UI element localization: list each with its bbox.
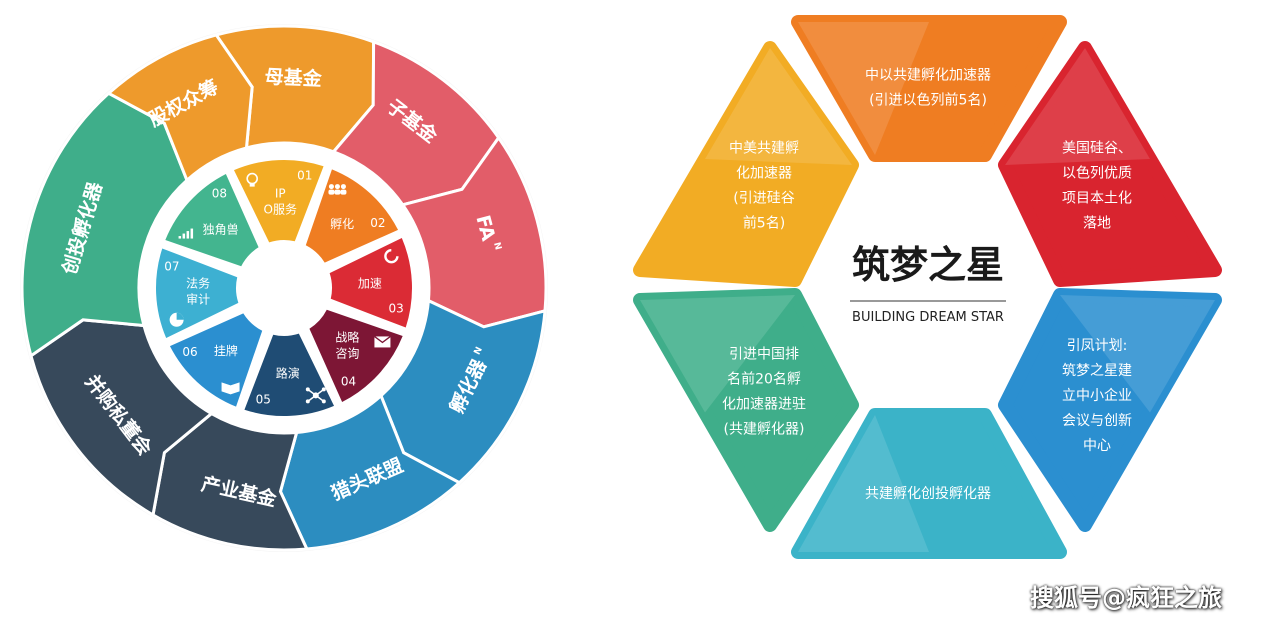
ring-segment-superscript: N [492,241,504,251]
hex-tile-text: 中心 [1083,438,1111,454]
ring-segment-label: 母基金 [264,65,323,91]
service-ring-diagram: 母基金子基金FAN孵化器N猎头联盟产业基金并购私董会创投孵化器股权众筹IPO服务… [20,24,548,552]
ring-segment-superscript: N [472,345,484,356]
inner-petal-number: 05 [256,393,271,407]
inner-petal-label: O服务 [264,202,297,217]
inner-petal-05: 路演 05 [244,333,335,416]
hex-tile-text: 共建孵化创投孵化器 [865,486,991,502]
bulb-icon [246,172,258,187]
hex-tile-1: 中以共建孵化加速器 (引进以色列前5名) [791,15,1067,162]
hex-tile-text: 化加速器进驻 [722,397,806,413]
inner-petal-number: 07 [164,260,179,274]
inner-petal-shape [329,237,412,328]
hex-tile-text: (共建孵化器) [724,422,805,438]
hex-tile-text: 项目本土化 [1062,191,1132,207]
hex-tile-text: 中美共建孵 [729,141,799,157]
book-icon [221,382,240,395]
hex-tile-4: 共建孵化创投孵化器 [791,408,1067,559]
pie-icon [169,312,184,327]
ring-segment: 子基金 [331,39,501,207]
inner-petal-number: 02 [370,216,385,230]
inner-petal-08: 独角兽 08 [165,173,259,267]
hex-tile-text: 名前20名孵 [727,371,801,388]
inner-petal-label: 审计 [186,291,210,306]
inner-petal-number: 08 [212,187,227,201]
inner-petal-shape [244,333,335,416]
hex-tile-text: 立中小企业 [1062,387,1132,404]
inner-petal-label: 独角兽 [203,222,239,236]
ring-segment: 创投孵化器 [20,91,189,359]
hex-tile-text: 引进中国排 [729,347,799,363]
hex-tile-facet [640,295,795,413]
inner-petal-label: 路演 [276,365,300,380]
inner-petal-02: 孵化 02 [305,169,399,263]
hex-tile-text: (引进以色列前5名) [869,92,987,109]
hex-tile-facet [705,48,852,165]
inner-petal-label: 挂牌 [214,344,238,358]
hex-tile-facet [798,22,929,155]
inner-petal-label: IP [275,187,286,201]
inner-petal-number: 01 [297,168,312,182]
hex-tile-text: 落地 [1083,216,1111,232]
hex-tile-text: 美国硅谷、 [1062,141,1132,157]
ring-segment: 产业基金 [151,411,310,552]
ring-segment: 并购私董会 [29,318,215,518]
dream-star-hexagon-diagram: 中以共建孵化加速器 (引进以色列前5名) 美国硅谷、以色列优质项目本土化落地引凤计划… [633,15,1222,559]
hexagon-subtitle: BUILDING DREAM STAR [852,310,1004,325]
hex-tile-text: 筑梦之星建 [1062,363,1132,379]
hex-tile-text: 化加速器 [736,166,792,182]
hex-tile-shape [633,41,859,287]
inner-petal-label: 加速 [358,277,382,291]
hex-tile-facet [1060,295,1215,413]
chart-icon [178,228,194,239]
inner-petal-shape [309,309,403,403]
mail-icon [374,335,391,348]
inner-petal-number: 03 [388,301,403,315]
inner-petal-shape [165,173,259,267]
watermark-text: 搜狐号@疯狂之旅 [1030,584,1222,612]
hex-tile-text: 以色列优质 [1062,165,1132,182]
inner-petal-number: 06 [182,345,197,359]
hex-tile-text: 前5名) [743,215,785,232]
inner-petal-label: 战略 [335,330,359,345]
inner-petal-label: 孵化 [330,217,354,231]
inner-petal-number: 04 [341,374,356,388]
network-icon [305,387,326,404]
ring-segment: 股权众筹 [106,33,254,183]
hex-tile-text: 中以共建孵化加速器 [865,68,991,84]
hex-tile-text: 会议与创新 [1062,413,1132,429]
hex-tile-shape [998,41,1222,287]
inner-petal-03: 加速 03 [329,237,412,328]
hex-tile-text: (引进硅谷 [733,191,794,207]
inner-petal-label: 法务 [186,275,210,290]
inner-petal-label: 咨询 [335,346,359,361]
hexagon-title: 筑梦之星 [852,243,1004,287]
refresh-icon [384,248,399,264]
people-icon [328,184,347,195]
inner-petal-06: 挂牌 06 [169,313,263,407]
hex-tile-facet [1005,48,1150,165]
hex-tile-text: 引凤计划: [1067,338,1128,354]
hex-tile-facet [798,415,929,552]
